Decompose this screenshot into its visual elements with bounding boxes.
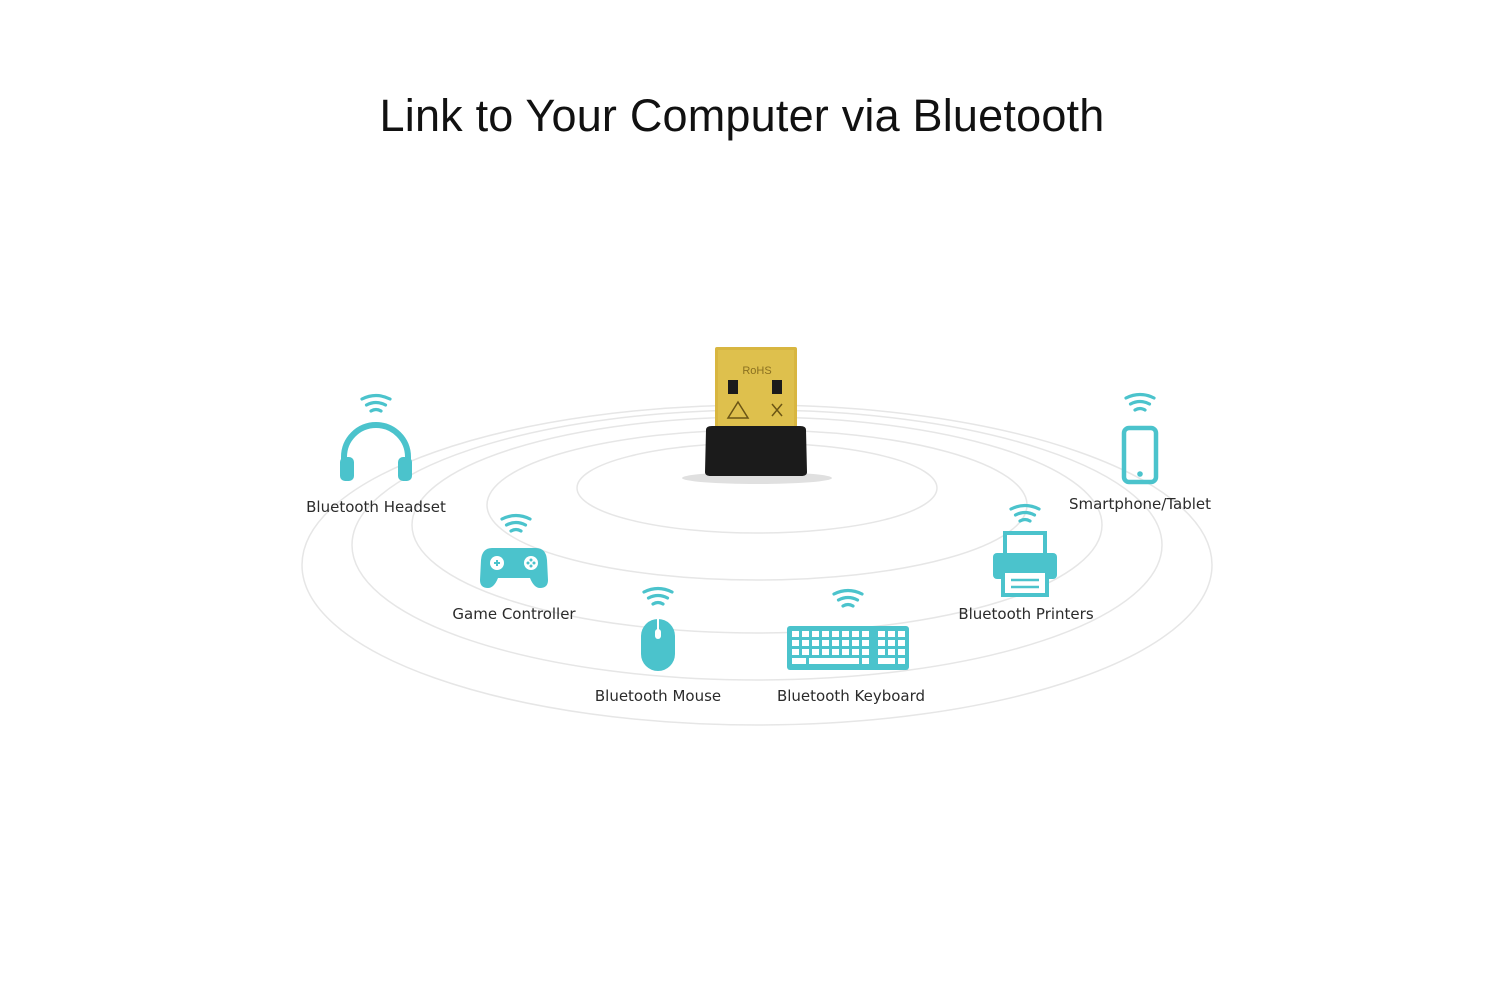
device-smartphone: Smartphone/Tablet [1069, 392, 1211, 513]
smartphone-icon [1121, 425, 1159, 485]
adapter-contact [772, 380, 782, 394]
headset-icon [340, 422, 412, 481]
adapter-contact [728, 380, 738, 394]
wifi-signal-icon [832, 588, 864, 608]
device-printer: Bluetooth Printers [958, 503, 1094, 623]
printer-icon [993, 531, 1057, 597]
adapter-body [705, 426, 807, 476]
page-title: Link to Your Computer via Bluetooth [379, 90, 1105, 141]
wifi-signal-icon [1009, 503, 1041, 523]
device-mouse: Bluetooth Mouse [595, 586, 721, 705]
device-label: Bluetooth Headset [306, 498, 446, 516]
wifi-signal-icon [642, 586, 674, 606]
adapter-rohs-marking: RoHS [742, 365, 771, 377]
adapter-bin-mark [771, 403, 783, 417]
device-headset: Bluetooth Headset [306, 393, 446, 516]
adapter-warning-mark [726, 400, 750, 419]
mouse-icon [641, 619, 675, 671]
device-game-controller: Game Controller [452, 513, 576, 623]
wifi-signal-icon [500, 513, 532, 533]
device-keyboard: Bluetooth Keyboard [777, 588, 925, 705]
device-label: Smartphone/Tablet [1069, 495, 1211, 513]
usb-bluetooth-adapter: RoHS [682, 347, 832, 484]
wifi-signal-icon [1124, 392, 1156, 412]
device-label: Bluetooth Printers [958, 605, 1093, 623]
device-label: Bluetooth Keyboard [777, 687, 925, 705]
device-label: Bluetooth Mouse [595, 687, 721, 705]
wifi-signal-icon [360, 393, 392, 413]
device-label: Game Controller [452, 605, 576, 623]
keyboard-icon [787, 626, 909, 670]
game-controller-icon [480, 548, 548, 588]
